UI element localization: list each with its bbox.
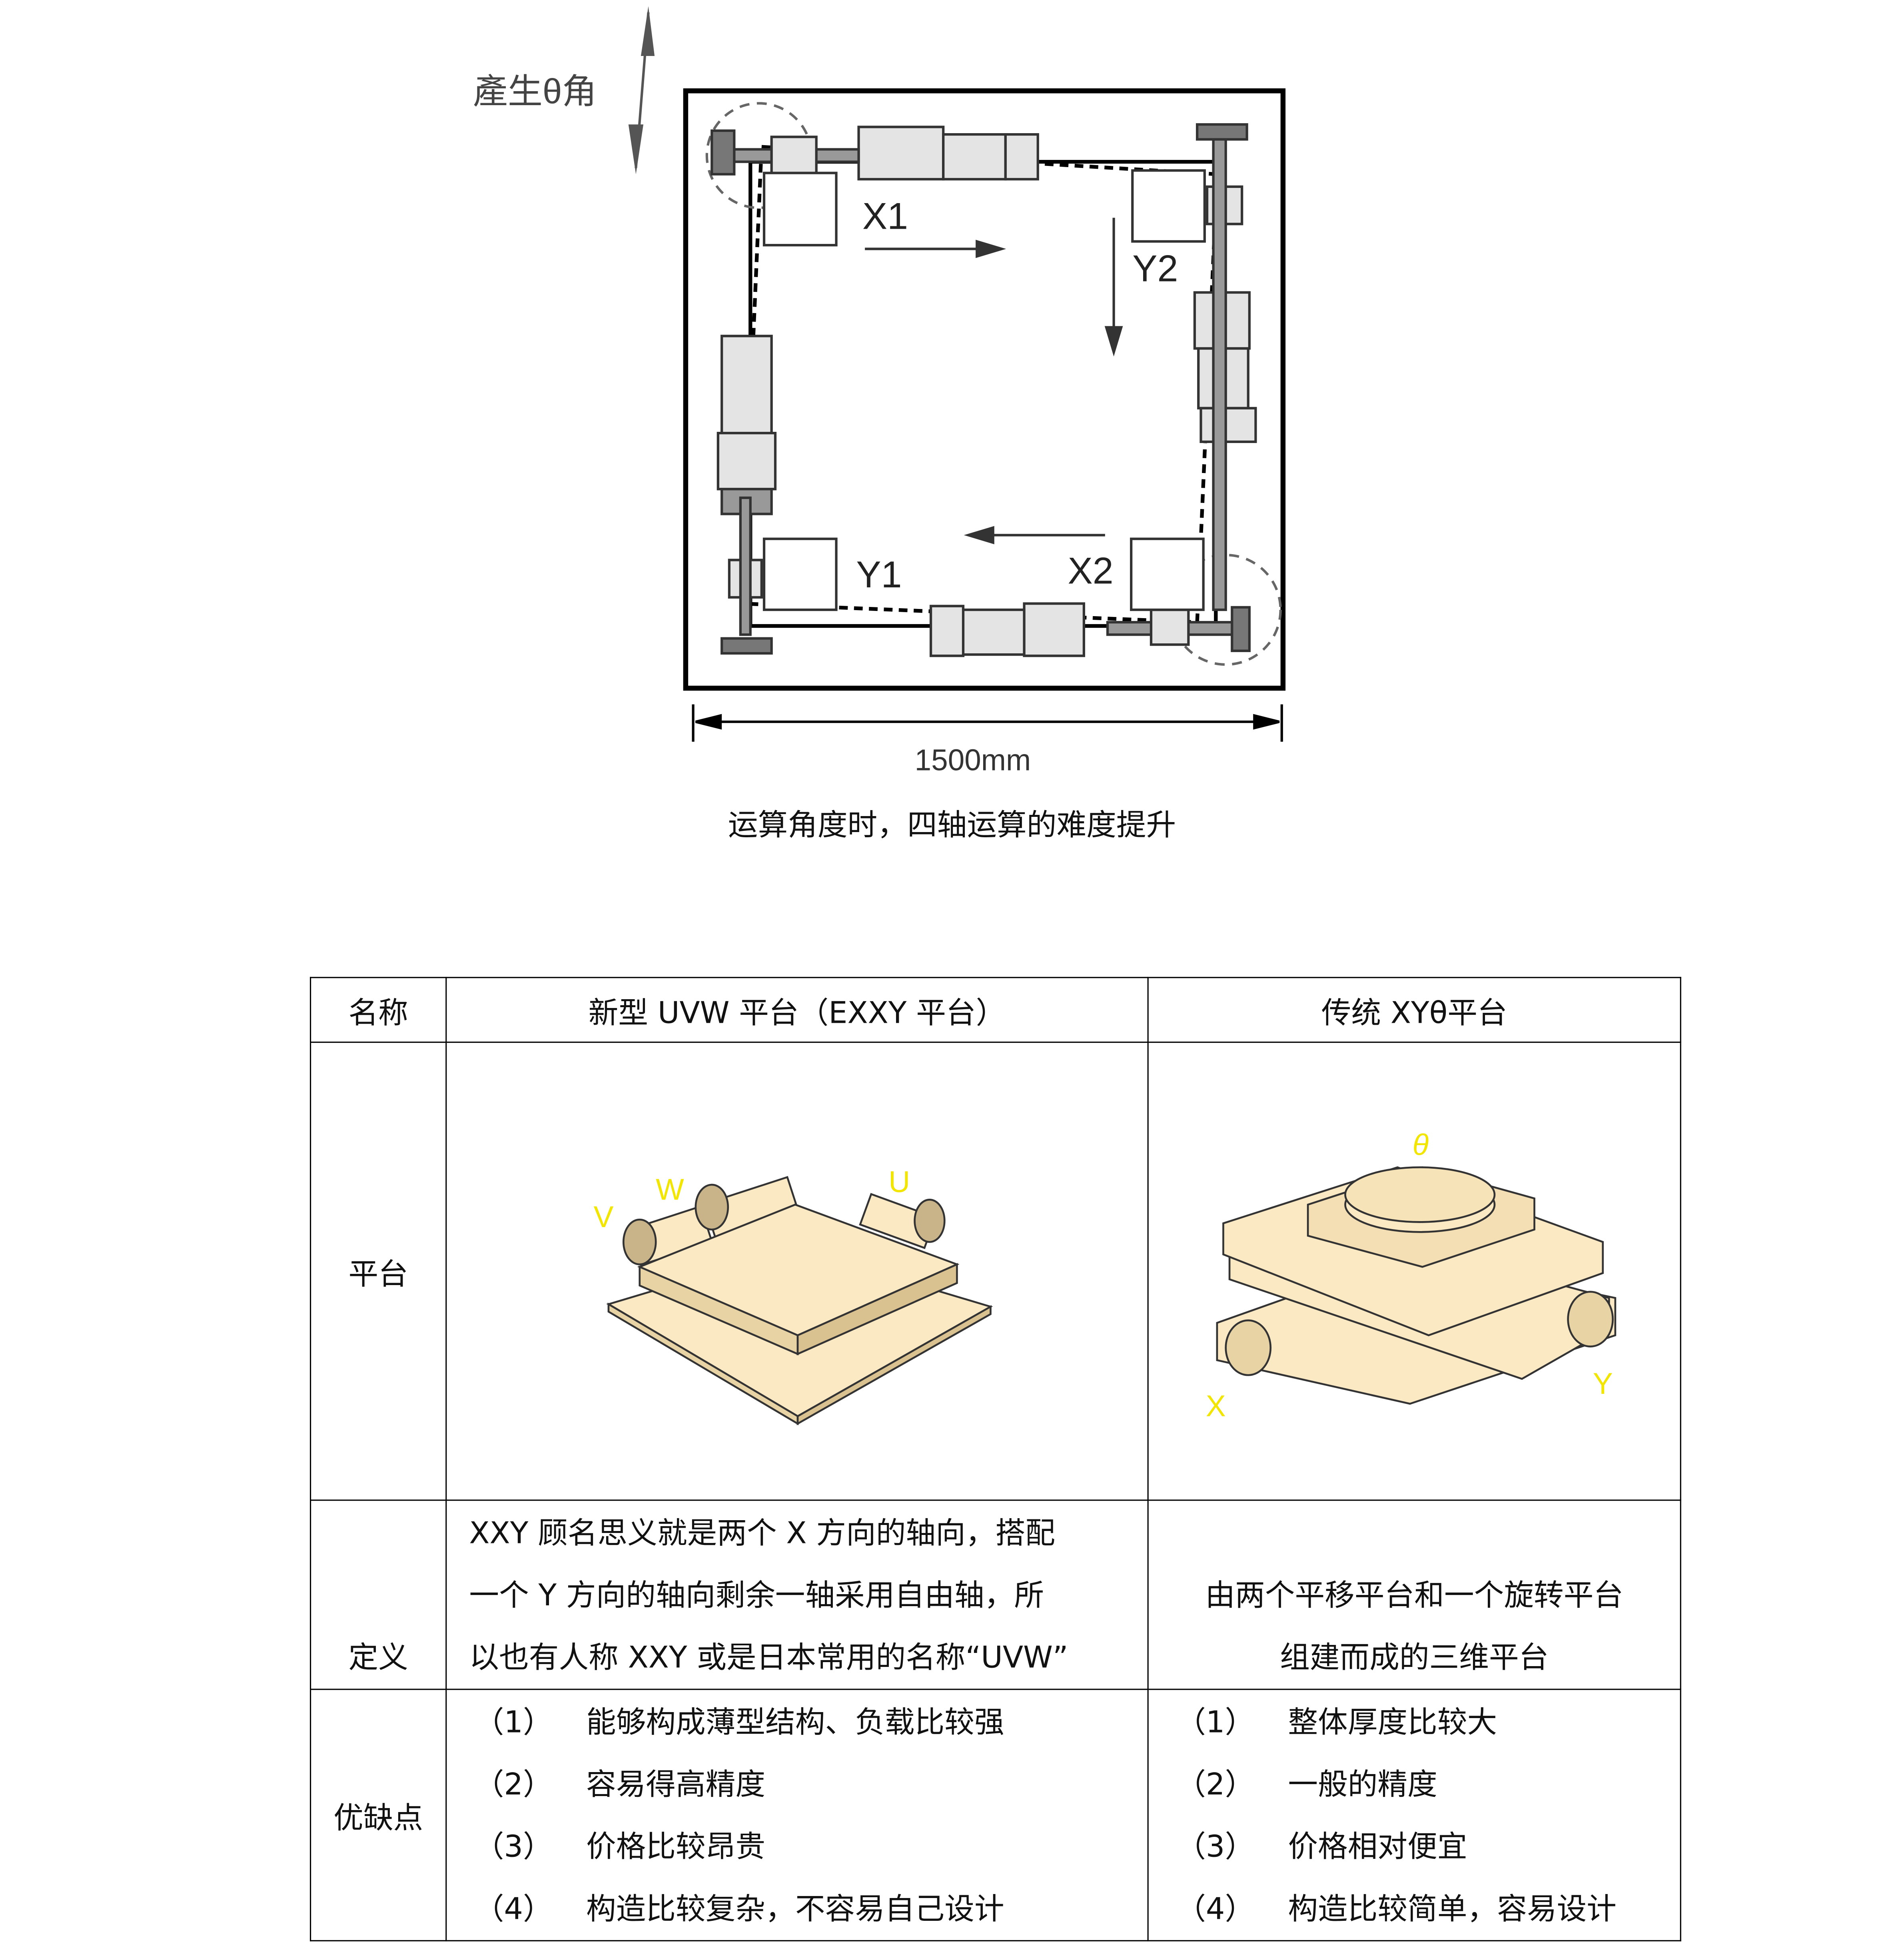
- theta-label: 產生θ角: [473, 72, 597, 111]
- xy-platform-illustration: θ X Y: [1206, 1128, 1617, 1423]
- xy-definition: 由两个平移平台和一个旋转平台 组建而成的三维平台: [1147, 1499, 1681, 1690]
- axis-label-x: X: [1206, 1389, 1226, 1423]
- dimension-line: [692, 704, 1283, 742]
- row-label-platform: 平台: [309, 1042, 447, 1501]
- row-label-definition: 定义: [309, 1499, 447, 1690]
- xy-platform-image: θ X Y: [1147, 1042, 1681, 1501]
- diagram-caption: 运算角度时，四轴运算的难度提升: [728, 807, 1176, 843]
- table-header-row: 名称 新型 UVW 平台（EXXY 平台） 传统 XYθ平台: [309, 977, 1681, 1043]
- axis-label-y: Y: [1593, 1367, 1613, 1400]
- list-item: （3）价格比较昂贵: [474, 1828, 766, 1864]
- list-item: （1）能够构成薄型结构、负载比较强: [474, 1704, 1004, 1739]
- list-item: （4）构造比较简单，容易设计: [1176, 1891, 1617, 1926]
- row-label-pros-cons: 优缺点: [309, 1689, 447, 1942]
- axis-label-v: V: [594, 1200, 614, 1233]
- table-row-platform: 平台: [309, 1042, 1681, 1501]
- actuator-icons: [711, 123, 1257, 657]
- uvw-pros-cons: （1）能够构成薄型结构、负载比较强 （2）容易得高精度 （3）价格比较昂贵 （4…: [445, 1689, 1149, 1942]
- diagram-graphics: [628, 6, 1286, 742]
- header-xy: 传统 XYθ平台: [1147, 977, 1681, 1043]
- uvw-platform-image: V W U: [445, 1042, 1149, 1501]
- table-row-pros-cons: 优缺点 （1）能够构成薄型结构、负载比较强 （2）容易得高精度 （3）价格比较昂…: [309, 1689, 1681, 1942]
- uvw-definition: XXY 顾名思义就是两个 X 方向的轴向，搭配 一个 Y 方向的轴向剩余一轴采用…: [445, 1499, 1149, 1690]
- list-item: （2）一般的精度: [1176, 1766, 1437, 1802]
- list-item: （1）整体厚度比较大: [1176, 1704, 1497, 1739]
- axis-label-theta: θ: [1413, 1128, 1429, 1161]
- direction-arrow-icons: [865, 218, 1123, 545]
- outer-frame: [683, 88, 1286, 691]
- theta-arrow-icon: [628, 6, 655, 174]
- uvw-platform-illustration: V W U: [594, 1165, 993, 1425]
- list-item: （2）容易得高精度: [474, 1766, 766, 1802]
- axis-label-y2: Y2: [1132, 249, 1178, 290]
- header-name: 名称: [309, 977, 447, 1043]
- list-item: （4）构造比较复杂，不容易自己设计: [474, 1891, 1004, 1926]
- dimension-label: 1500mm: [914, 744, 1031, 778]
- xy-pros-cons: （1）整体厚度比较大 （2）一般的精度 （3）价格相对便宜 （4）构造比较简单，…: [1147, 1689, 1681, 1942]
- comparison-table: 名称 新型 UVW 平台（EXXY 平台） 传统 XYθ平台 平台: [309, 977, 1681, 1942]
- axis-label-u: U: [888, 1165, 910, 1199]
- mount-plate-icons: [762, 169, 1206, 611]
- axis-label-x1: X1: [862, 196, 908, 238]
- header-uvw: 新型 UVW 平台（EXXY 平台）: [445, 977, 1149, 1043]
- list-item: （3）价格相对便宜: [1176, 1828, 1467, 1864]
- axis-label-x2: X2: [1068, 551, 1114, 593]
- axis-label-w: W: [656, 1172, 684, 1206]
- table-row-definition: 定义 XXY 顾名思义就是两个 X 方向的轴向，搭配 一个 Y 方向的轴向剩余一…: [309, 1499, 1681, 1690]
- axis-label-y1: Y1: [856, 555, 902, 596]
